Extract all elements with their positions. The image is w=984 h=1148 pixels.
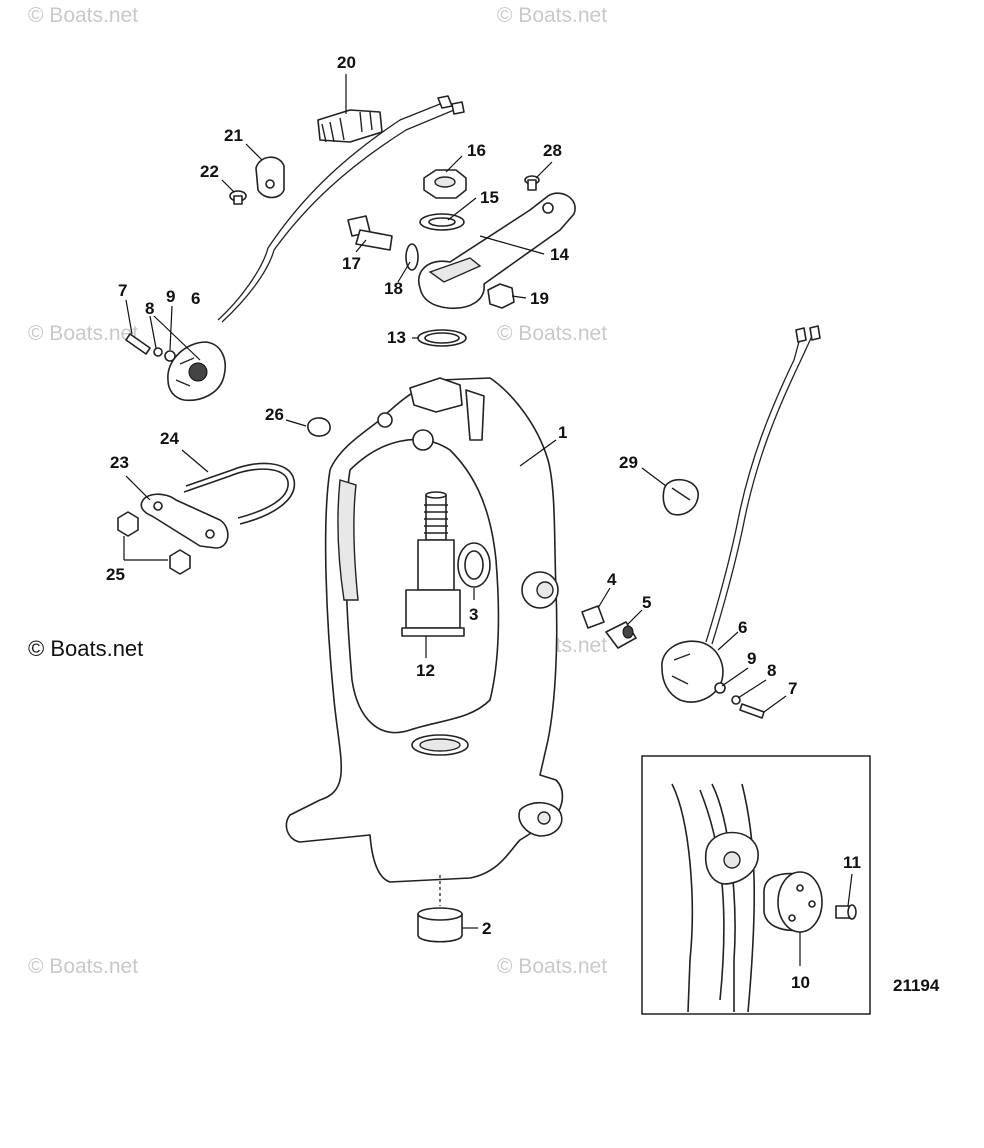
watermark: © Boats.net xyxy=(28,322,138,345)
washer-part-8-upper[interactable] xyxy=(153,347,163,357)
callout-14[interactable]: 14 xyxy=(550,245,569,264)
screw-part-22[interactable] xyxy=(229,190,247,205)
anchor-plate-part-23[interactable] xyxy=(140,493,229,549)
bolt-part-17[interactable] xyxy=(347,215,393,251)
trim-sender-part-6-right[interactable] xyxy=(661,640,724,703)
trim-sender-wire-top xyxy=(217,95,465,323)
trim-sender-part-6-upper[interactable] xyxy=(167,341,226,402)
watermark: © Boats.net xyxy=(28,955,138,978)
callout-3[interactable]: 3 xyxy=(469,605,478,624)
washer-part-15[interactable] xyxy=(419,213,465,231)
leader-lines xyxy=(123,74,853,966)
screw-part-7-right[interactable] xyxy=(739,703,765,719)
callout-19[interactable]: 19 xyxy=(530,289,549,308)
callout-21[interactable]: 21 xyxy=(224,126,243,145)
watermark: © Boats.net xyxy=(497,322,607,345)
steering-pin-part-12[interactable] xyxy=(401,491,465,637)
watermark: © Boats.net xyxy=(497,955,607,978)
callout-labels: 1 2 3 4 5 6 6 7 7 8 8 9 9 10 11 12 13 14… xyxy=(106,53,861,992)
callout-7-upper[interactable]: 7 xyxy=(118,281,127,300)
plate-part-21[interactable] xyxy=(255,156,285,199)
nut-part-16[interactable] xyxy=(423,169,467,199)
watermarks: © Boats.net © Boats.net © Boats.net © Bo… xyxy=(28,4,607,978)
cap-part-5[interactable] xyxy=(605,621,637,649)
u-bolt-part-24[interactable] xyxy=(183,462,296,525)
callout-18[interactable]: 18 xyxy=(384,279,403,298)
watermark: © Boats.net xyxy=(28,4,138,27)
callout-5[interactable]: 5 xyxy=(642,593,651,612)
nut-part-25-lower[interactable] xyxy=(169,549,191,575)
callout-29[interactable]: 29 xyxy=(619,453,638,472)
clip-part-26[interactable] xyxy=(307,417,331,437)
callout-2[interactable]: 2 xyxy=(482,919,491,938)
callout-16[interactable]: 16 xyxy=(467,141,486,160)
screw-part-11[interactable] xyxy=(835,904,857,920)
steering-arm-part-14[interactable] xyxy=(417,192,576,309)
screw-part-7-upper[interactable] xyxy=(125,333,151,355)
callout-9-right[interactable]: 9 xyxy=(747,649,756,668)
callout-13[interactable]: 13 xyxy=(387,328,406,347)
callout-23[interactable]: 23 xyxy=(110,453,129,472)
callout-8-right[interactable]: 8 xyxy=(767,661,776,680)
callout-8-upper[interactable]: 8 xyxy=(145,299,154,318)
washer-part-3[interactable] xyxy=(457,542,491,588)
clip-part-29[interactable] xyxy=(662,478,699,516)
bushing-part-2[interactable] xyxy=(417,875,463,943)
nut-part-19[interactable] xyxy=(487,283,515,309)
callout-15[interactable]: 15 xyxy=(480,188,499,207)
diagram-id: 21194 xyxy=(893,976,940,995)
inset-detail xyxy=(641,755,871,1015)
callout-20[interactable]: 20 xyxy=(337,53,356,72)
screw-part-28[interactable] xyxy=(524,175,540,191)
callout-26[interactable]: 26 xyxy=(265,405,284,424)
copyright-label: © Boats.net xyxy=(28,636,143,661)
bushing-part-4[interactable] xyxy=(581,605,605,629)
callout-9-upper[interactable]: 9 xyxy=(166,287,175,306)
callout-6-upper[interactable]: 6 xyxy=(191,289,200,308)
callout-11[interactable]: 11 xyxy=(843,853,861,872)
callout-28[interactable]: 28 xyxy=(543,141,562,160)
clip-part-9-upper[interactable] xyxy=(164,350,176,362)
callout-24[interactable]: 24 xyxy=(160,429,179,448)
callout-17[interactable]: 17 xyxy=(342,254,361,273)
callout-1[interactable]: 1 xyxy=(558,423,567,442)
callout-25[interactable]: 25 xyxy=(106,565,125,584)
callout-10[interactable]: 10 xyxy=(791,973,810,992)
trim-sender-wire-right xyxy=(705,325,821,645)
o-ring-part-13[interactable] xyxy=(417,329,467,347)
callout-7-right[interactable]: 7 xyxy=(788,679,797,698)
callout-4[interactable]: 4 xyxy=(607,570,617,589)
nut-part-25-upper[interactable] xyxy=(117,511,139,537)
connector-part-20[interactable] xyxy=(317,109,383,143)
callout-6-right[interactable]: 6 xyxy=(738,618,747,637)
watermark: © Boats.net xyxy=(497,4,607,27)
callout-12[interactable]: 12 xyxy=(416,661,435,680)
callout-22[interactable]: 22 xyxy=(200,162,219,181)
